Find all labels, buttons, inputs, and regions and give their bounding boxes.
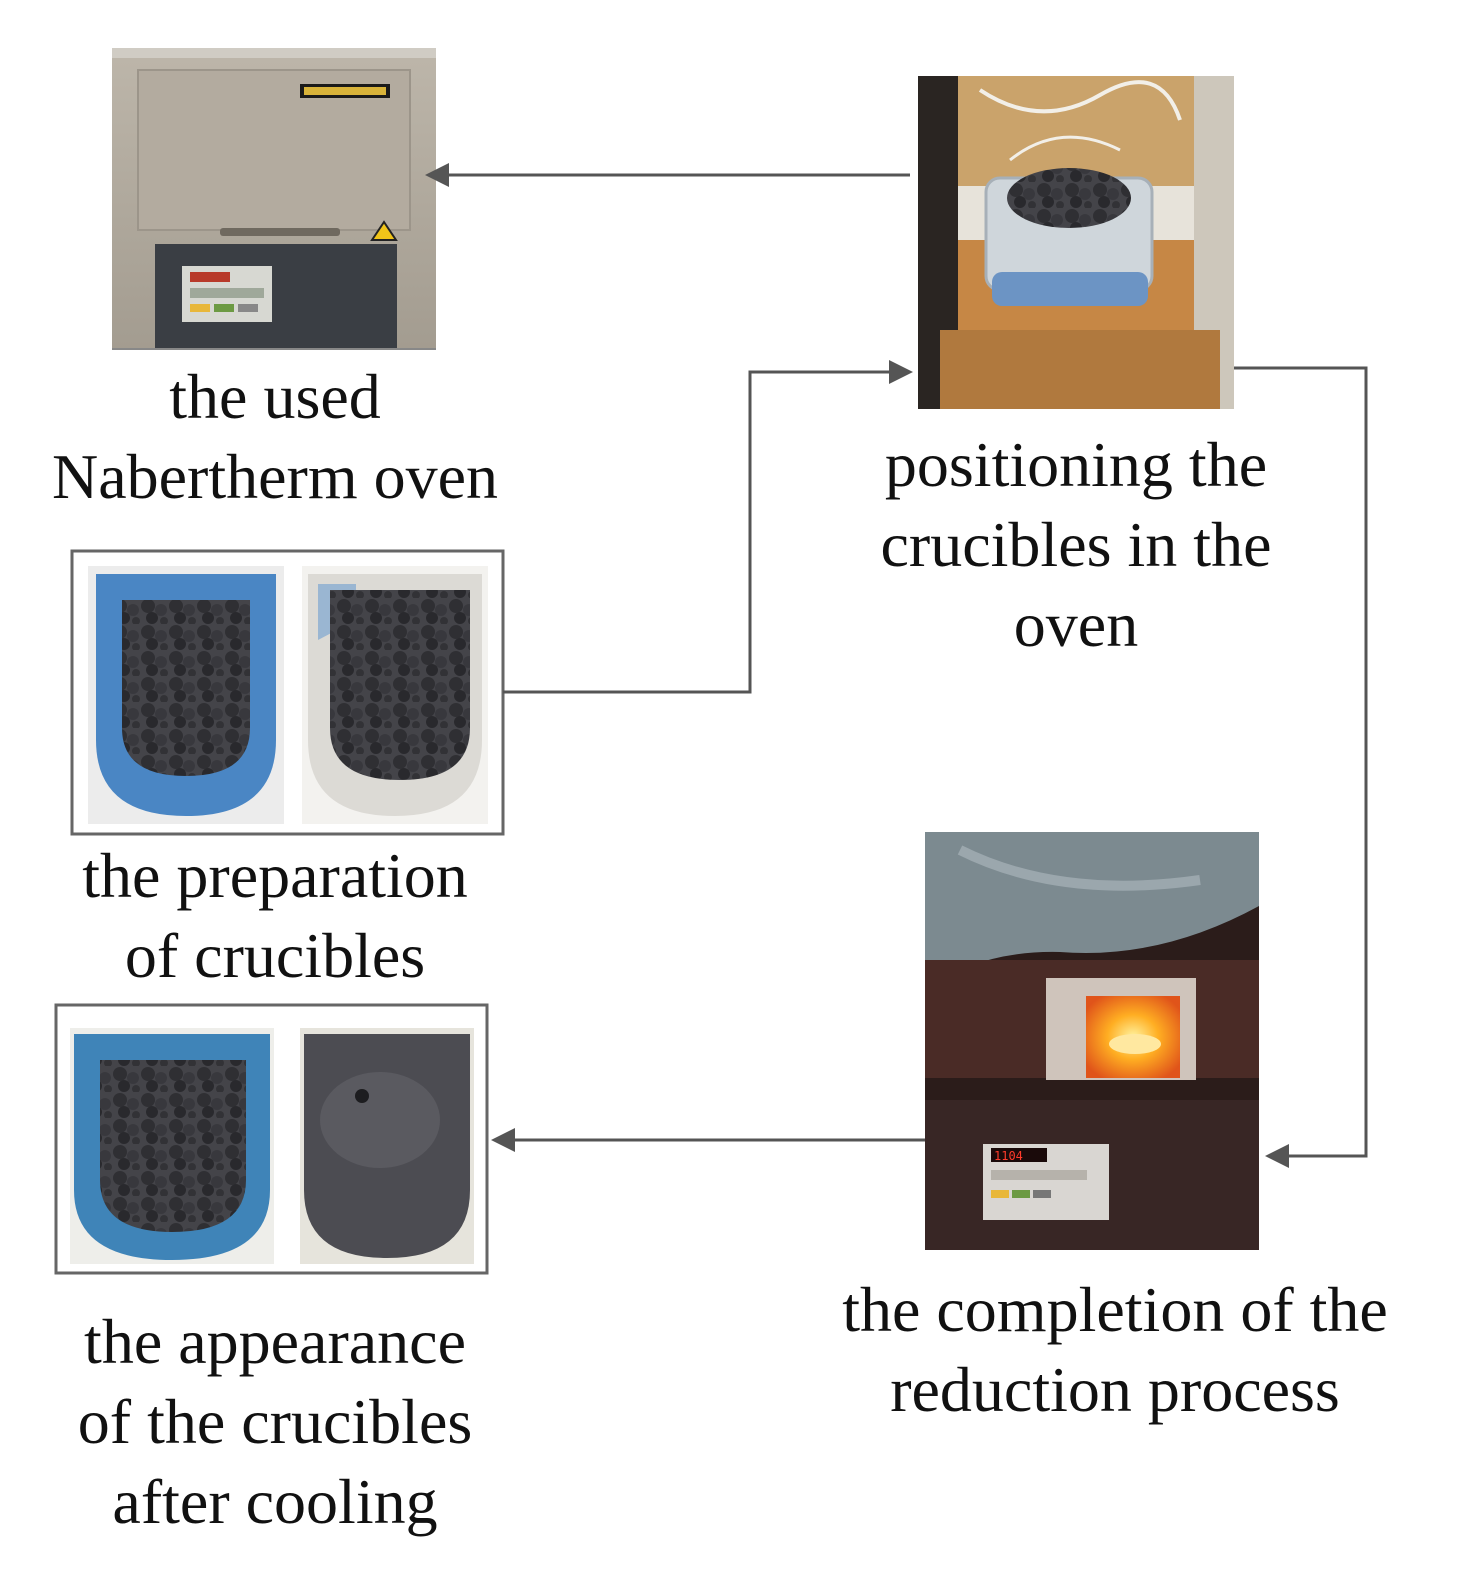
temperature-display: 1104	[994, 1149, 1023, 1163]
positioning-photo	[918, 76, 1234, 409]
caption-preparation: the preparation of crucibles	[82, 840, 468, 991]
arrow-preparation-to-positioning	[503, 360, 913, 694]
cooling-photo	[54, 1003, 489, 1275]
flow-arrows	[425, 163, 1368, 1168]
caption-completion: the completion of the reduction process	[842, 1274, 1388, 1425]
arrow-positioning-to-completion	[1234, 366, 1368, 1168]
caption-cooling: the appearance of the crucibles after co…	[77, 1306, 473, 1537]
preparation-photo	[70, 549, 505, 836]
caption-oven: the used Nabertherm oven	[51, 361, 499, 512]
oven-photo	[112, 48, 436, 350]
warning-icon	[370, 220, 398, 241]
completion-photo: 1104	[925, 832, 1259, 1250]
caption-positioning: positioning the crucibles in the oven	[880, 429, 1272, 660]
